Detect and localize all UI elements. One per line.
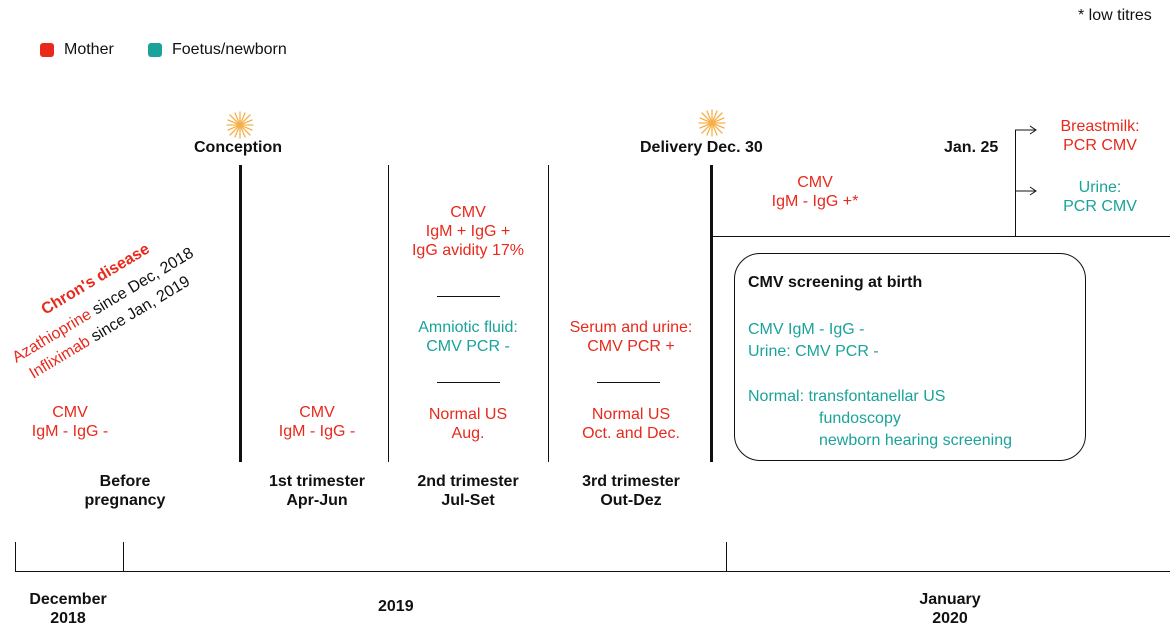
before-label-line2: pregnancy xyxy=(84,492,166,510)
t3-label-line2: Out-Dez xyxy=(600,492,662,510)
postnatal-serology-line1: CMV xyxy=(797,174,833,191)
urine-arrow-icon xyxy=(1015,186,1037,196)
foetus-swatch xyxy=(148,43,162,57)
delivery-star-icon xyxy=(698,109,726,137)
urine-result: Urine: PCR CMV xyxy=(1050,178,1150,216)
t2-amniotic: Amniotic fluid: CMV PCR - xyxy=(393,318,543,356)
conception-label: Conception xyxy=(194,139,282,156)
t2-serology-line2: IgM + IgG + xyxy=(425,223,511,241)
breastmilk-line2: PCR CMV xyxy=(1063,137,1137,155)
screening-serology: CMV IgM - IgG - xyxy=(748,321,865,338)
legend-foetus-label: Foetus/newborn xyxy=(172,41,287,58)
dec2018-line2: 2018 xyxy=(50,610,86,628)
before-serology: CMV IgM - IgG - xyxy=(10,403,130,441)
t2-us-line2: Aug. xyxy=(451,425,485,443)
t2-ultrasound: Normal US Aug. xyxy=(393,405,543,443)
legend-mother-label: Mother xyxy=(64,41,114,58)
t3-ultrasound: Normal US Oct. and Dec. xyxy=(551,405,711,443)
timeline-jan2020: January 2020 xyxy=(900,590,1000,628)
tick-dec2019 xyxy=(726,542,727,571)
t2-amniotic-line2: CMV PCR - xyxy=(426,338,510,356)
timeline-2019: 2019 xyxy=(378,598,414,615)
screening-normal-line1: Normal: transfontanellar US xyxy=(748,388,946,405)
t2-serology-line1: CMV xyxy=(450,204,486,221)
t3-label: 3rd trimester Out-Dez xyxy=(556,472,706,510)
postnatal-serology-line2: IgM - IgG +* xyxy=(771,193,859,211)
t2-serology: CMV IgM + IgG + IgG avidity 17% xyxy=(393,203,543,261)
t1-serology: CMV IgM - IgG - xyxy=(257,403,377,441)
t3-label-line1: 3rd trimester xyxy=(582,473,680,490)
screening-urine: Urine: CMV PCR - xyxy=(748,343,879,360)
timeline-axis xyxy=(15,571,1170,572)
conception-divider xyxy=(239,165,242,462)
t2-us-line1: Normal US xyxy=(428,406,508,423)
breastmilk-arrow-icon xyxy=(1015,125,1037,135)
delivery-divider xyxy=(710,165,713,462)
t3-separator xyxy=(597,382,660,383)
t3-us-line2: Oct. and Dec. xyxy=(582,425,680,443)
screening-normal-line3: newborn hearing screening xyxy=(819,432,1013,449)
t3-us-line1: Normal US xyxy=(591,406,671,423)
t3-pcr-line1: Serum and urine: xyxy=(569,319,693,336)
t3-pcr: Serum and urine: CMV PCR + xyxy=(551,318,711,356)
t2-amniotic-line1: Amniotic fluid: xyxy=(418,319,518,336)
tick-jan2019 xyxy=(123,542,124,571)
t2-separator-1 xyxy=(437,296,500,297)
t3-pcr-line2: CMV PCR + xyxy=(587,338,675,356)
t2-separator-2 xyxy=(437,382,500,383)
conception-star-icon xyxy=(226,111,254,139)
before-pregnancy-label: Before pregnancy xyxy=(65,472,185,510)
postnatal-horizontal-line xyxy=(712,236,1170,237)
t2-label: 2nd trimester Jul-Set xyxy=(393,472,543,510)
t1-label: 1st trimester Apr-Jun xyxy=(252,472,382,510)
screening-normal-line2: fundoscopy xyxy=(819,410,901,427)
tick-dec2018 xyxy=(15,542,16,571)
t2-t3-divider xyxy=(548,165,549,462)
t1-serology-line2: IgM - IgG - xyxy=(278,423,356,441)
t2-label-line1: 2nd trimester xyxy=(417,473,519,490)
mother-postnatal-serology: CMV IgM - IgG +* xyxy=(750,173,880,211)
jan25-label: Jan. 25 xyxy=(944,139,999,156)
t2-label-line2: Jul-Set xyxy=(441,492,495,510)
screening-box xyxy=(734,253,1086,461)
t1-label-line2: Apr-Jun xyxy=(286,492,348,510)
mother-swatch xyxy=(40,43,54,57)
breastmilk-result: Breastmilk: PCR CMV xyxy=(1050,117,1150,155)
t2-serology-line3: IgG avidity 17% xyxy=(411,242,525,260)
dec2018-line1: December xyxy=(29,591,107,608)
urine-line1: Urine: xyxy=(1078,179,1122,196)
jan2020-line1: January xyxy=(919,591,981,608)
screening-title: CMV screening at birth xyxy=(748,274,923,291)
t1-label-line1: 1st trimester xyxy=(268,473,366,490)
breastmilk-line1: Breastmilk: xyxy=(1060,118,1140,135)
timeline-dec2018: December 2018 xyxy=(8,590,128,628)
before-label-line1: Before xyxy=(99,473,151,490)
t1-serology-line1: CMV xyxy=(299,404,335,421)
t1-t2-divider xyxy=(388,165,389,462)
urine-line2: PCR CMV xyxy=(1063,198,1137,216)
delivery-label: Delivery Dec. 30 xyxy=(640,139,763,156)
low-titres-note: * low titres xyxy=(1078,7,1152,24)
before-serology-line2: IgM - IgG - xyxy=(31,423,109,441)
jan2020-line2: 2020 xyxy=(932,610,968,628)
jan25-branch-line xyxy=(1015,130,1016,237)
before-serology-line1: CMV xyxy=(52,404,88,421)
